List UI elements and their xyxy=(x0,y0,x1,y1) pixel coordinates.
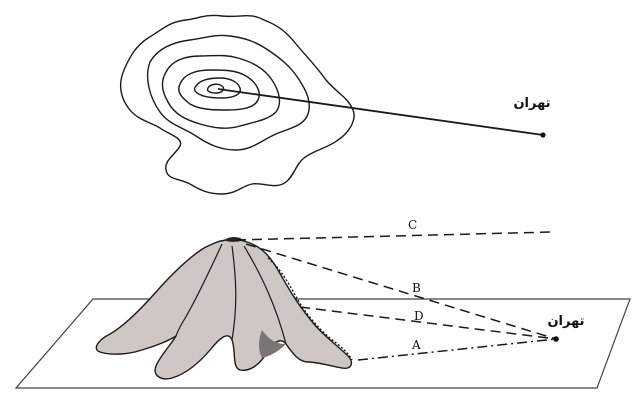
sight-line-label-b: B xyxy=(412,281,421,295)
side-view-city-label: تهران xyxy=(547,314,584,329)
mountain xyxy=(96,237,352,379)
top-view-sightline xyxy=(218,89,543,135)
sight-line-a xyxy=(358,339,556,360)
side-view-city-dot xyxy=(553,336,559,342)
sight-line-label-a: A xyxy=(411,338,421,352)
sight-line-c xyxy=(236,232,552,240)
top-view-city-dot xyxy=(540,132,545,137)
contour-line-5 xyxy=(195,78,241,98)
mountain-body xyxy=(96,239,351,378)
contour-line-2 xyxy=(148,35,310,150)
sight-line-label-c: C xyxy=(408,218,417,232)
sight-line-label-d: D xyxy=(414,309,424,323)
contour-map xyxy=(121,15,354,194)
top-view-city-label: تهران xyxy=(513,96,550,111)
sight-line-d xyxy=(300,307,556,339)
